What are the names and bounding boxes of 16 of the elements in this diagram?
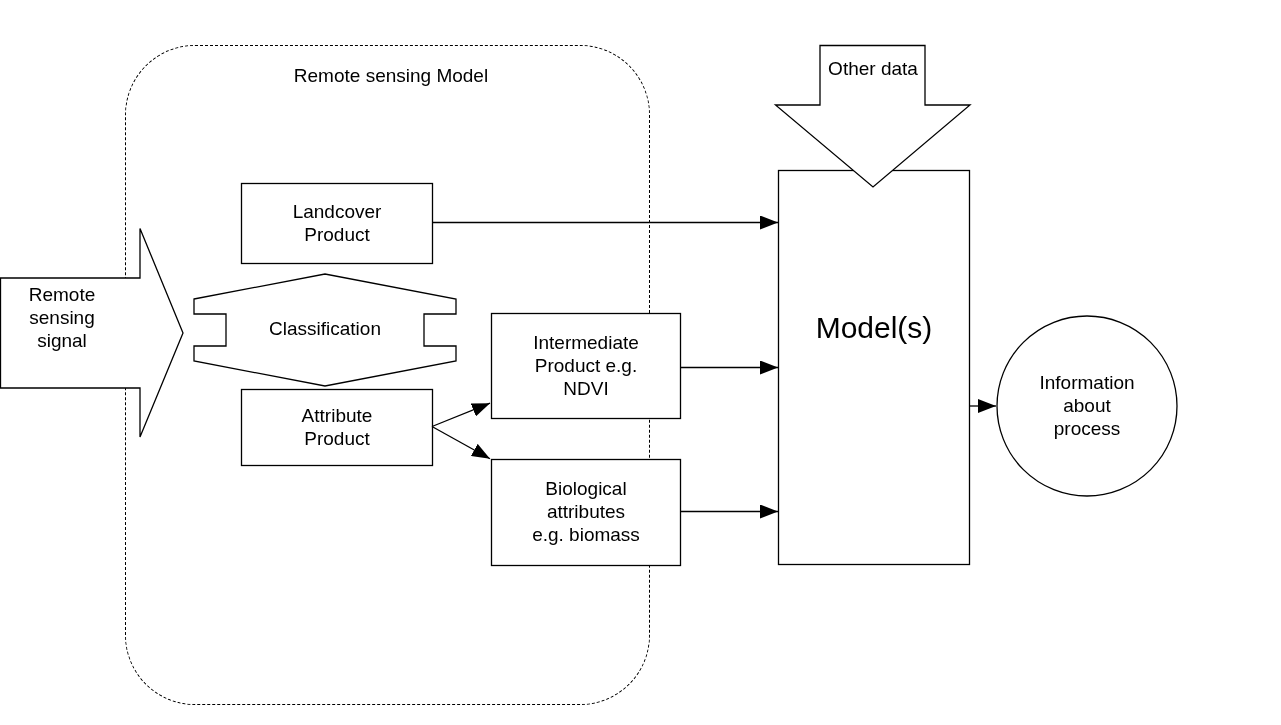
circle-label: Information about process [1038, 371, 1136, 440]
arrow [679, 360, 779, 375]
arrow [431, 402, 491, 428]
arrow [431, 425, 491, 460]
arrow [969, 399, 997, 413]
box-label: Attribute Product [300, 404, 374, 450]
boundary-title: Remote sensing Model [292, 64, 490, 87]
box-label: Model(s) [814, 310, 934, 346]
arrow-label: Other data [827, 57, 919, 80]
arrow-label: Remote sensing signal [27, 283, 97, 352]
box-label: Intermediate Product e.g. NDVI [532, 331, 640, 400]
arrow [679, 504, 779, 519]
shape-label: Classification [268, 317, 382, 340]
arrow [431, 215, 779, 230]
box-label: Biological attributes e.g. biomass [531, 477, 641, 546]
box-label: Landcover Product [291, 200, 383, 246]
